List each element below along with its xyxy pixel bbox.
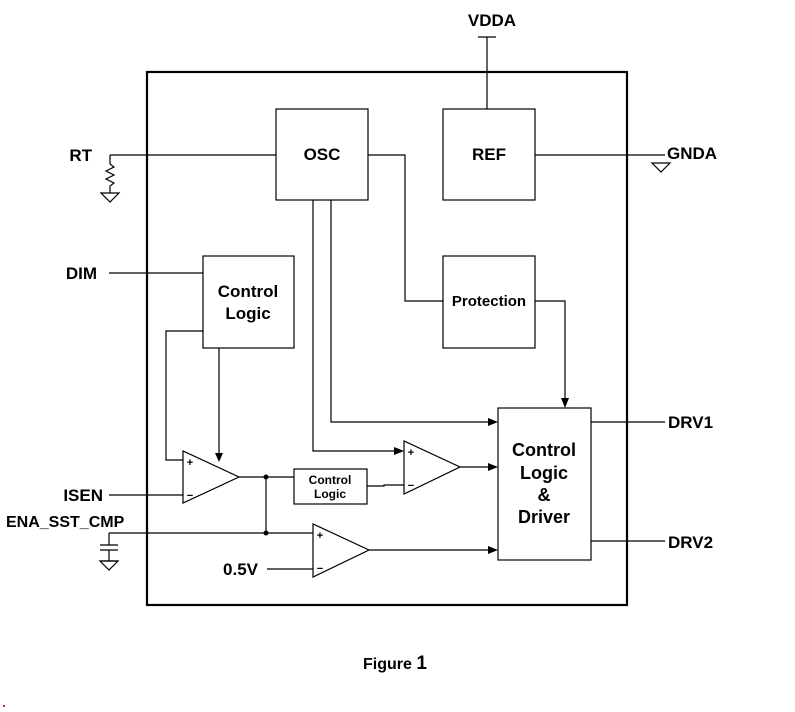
comparator-ena: + −	[312, 523, 371, 578]
control-logic-block-small	[293, 468, 368, 505]
comparator-middle: + −	[403, 440, 462, 495]
comp2-plus: +	[408, 447, 414, 459]
pin-vdda: VDDA	[468, 11, 516, 30]
comp2-minus: −	[408, 480, 414, 492]
figure-caption-number: 1	[416, 653, 427, 674]
control-logic-driver-block	[497, 407, 592, 561]
pin-drv2: DRV2	[668, 533, 713, 552]
wires	[100, 36, 665, 570]
figure-caption-prefix: Figure	[363, 656, 416, 673]
comp1-minus: −	[187, 490, 193, 502]
ref-block	[442, 108, 536, 201]
ground-symbol-ena	[98, 560, 120, 571]
comp1-plus: +	[187, 457, 193, 469]
ic-package-outline	[145, 70, 629, 607]
protection-label: Protection	[452, 293, 526, 310]
figure-caption: Figure 1	[363, 653, 427, 674]
pin-rt: RT	[69, 146, 92, 165]
pin-ena-sst-cmp: ENA_SST_CMP	[6, 514, 125, 531]
pin-isen: ISEN	[63, 486, 103, 505]
osc-block	[275, 108, 369, 201]
control-logic-block-top	[202, 255, 295, 349]
pin-0-5v: 0.5V	[223, 560, 259, 579]
ground-symbol-gnda	[650, 162, 672, 173]
driver-line4: Driver	[518, 507, 570, 527]
driver-line1: Control	[512, 440, 576, 460]
driver-line3: &	[538, 485, 551, 505]
protection-block	[442, 255, 536, 349]
ground-symbol-rt	[99, 192, 121, 203]
control-logic-small-line1: Control	[309, 473, 352, 487]
comp3-plus: +	[317, 530, 323, 542]
ref-label: REF	[472, 145, 506, 164]
osc-label: OSC	[304, 145, 341, 164]
control-logic-top-line1: Control	[218, 282, 278, 301]
driver-line2: Logic	[520, 463, 568, 483]
control-logic-top-line2: Logic	[225, 304, 270, 323]
control-logic-small-line2: Logic	[314, 487, 346, 501]
pin-drv1: DRV1	[668, 413, 713, 432]
pin-gnda: GNDA	[667, 144, 717, 163]
pin-dim: DIM	[66, 264, 97, 283]
comparator-isen: + −	[182, 450, 241, 504]
comp3-minus: −	[317, 563, 323, 575]
red-mark	[3, 705, 5, 707]
